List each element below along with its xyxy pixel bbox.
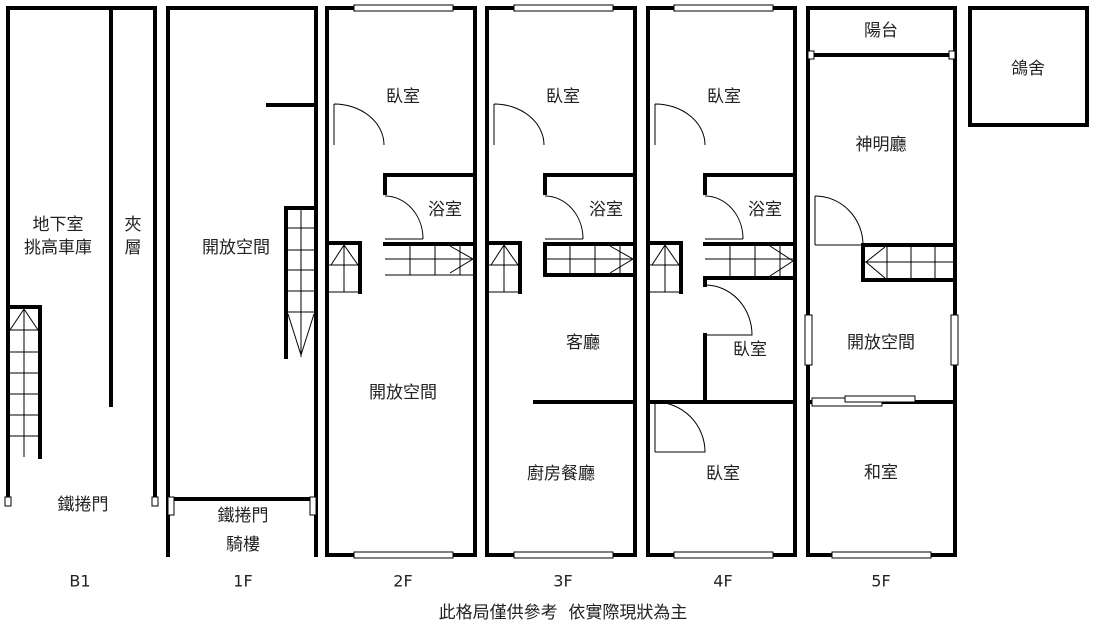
floor-label: 5F: [871, 572, 890, 591]
stairs: [6, 305, 42, 459]
floor-b1: 地下室 挑高車庫 夾 層 鐵捲門 B1: [4, 6, 159, 591]
room-label: 地下室: [33, 215, 84, 235]
room-label: 廚房餐廳: [527, 463, 595, 484]
floor-label: 4F: [713, 572, 732, 591]
floor-label: 2F: [393, 572, 412, 591]
room-label: 挑高車庫: [24, 238, 92, 258]
room-label: 客廳: [566, 333, 600, 353]
stairs: [284, 206, 318, 359]
room-label: 神明廳: [856, 135, 907, 155]
roof-pigeon-loft: 鴿舍: [968, 6, 1089, 127]
room-label: 浴室: [748, 200, 782, 220]
room-label: 層: [125, 238, 142, 258]
footnote: 此格局僅供參考 依實際現狀為主: [439, 603, 688, 623]
floor-2f: 臥室 浴室 開放空間 2F: [325, 4, 477, 591]
floor-label: 3F: [553, 572, 572, 591]
room-label: 開放空間: [369, 383, 437, 403]
room-label: 臥室: [546, 87, 580, 107]
room-label: 臥室: [733, 340, 767, 360]
room-label: 夾: [125, 215, 142, 235]
floor-5f: 陽台 神明廳 開放空間 和室 5F: [804, 6, 959, 591]
floor-1f: 開放空間 鐵捲門 騎樓 1F: [166, 6, 318, 591]
floor-4f: 臥室 浴室 臥室 臥室 4F: [646, 4, 797, 591]
floor-label: 1F: [233, 572, 252, 591]
room-label: 臥室: [707, 87, 741, 107]
room-label: 臥室: [386, 87, 420, 107]
room-label: 鴿舍: [1011, 59, 1045, 79]
room-label: 鐵捲門: [58, 495, 109, 515]
room-label: 開放空間: [847, 333, 915, 353]
room-label: 陽台: [864, 21, 898, 41]
floor-3f: 臥室 浴室 客廳 廚房餐廳 3F: [485, 4, 637, 591]
room-label: 浴室: [589, 200, 623, 220]
room-label: 浴室: [428, 200, 462, 220]
floor-label: B1: [69, 572, 90, 591]
room-label: 開放空間: [202, 238, 270, 258]
room-label: 騎樓: [226, 535, 260, 555]
room-label: 臥室: [706, 464, 740, 484]
room-label: 鐵捲門: [218, 506, 269, 526]
room-label: 和室: [864, 463, 898, 483]
